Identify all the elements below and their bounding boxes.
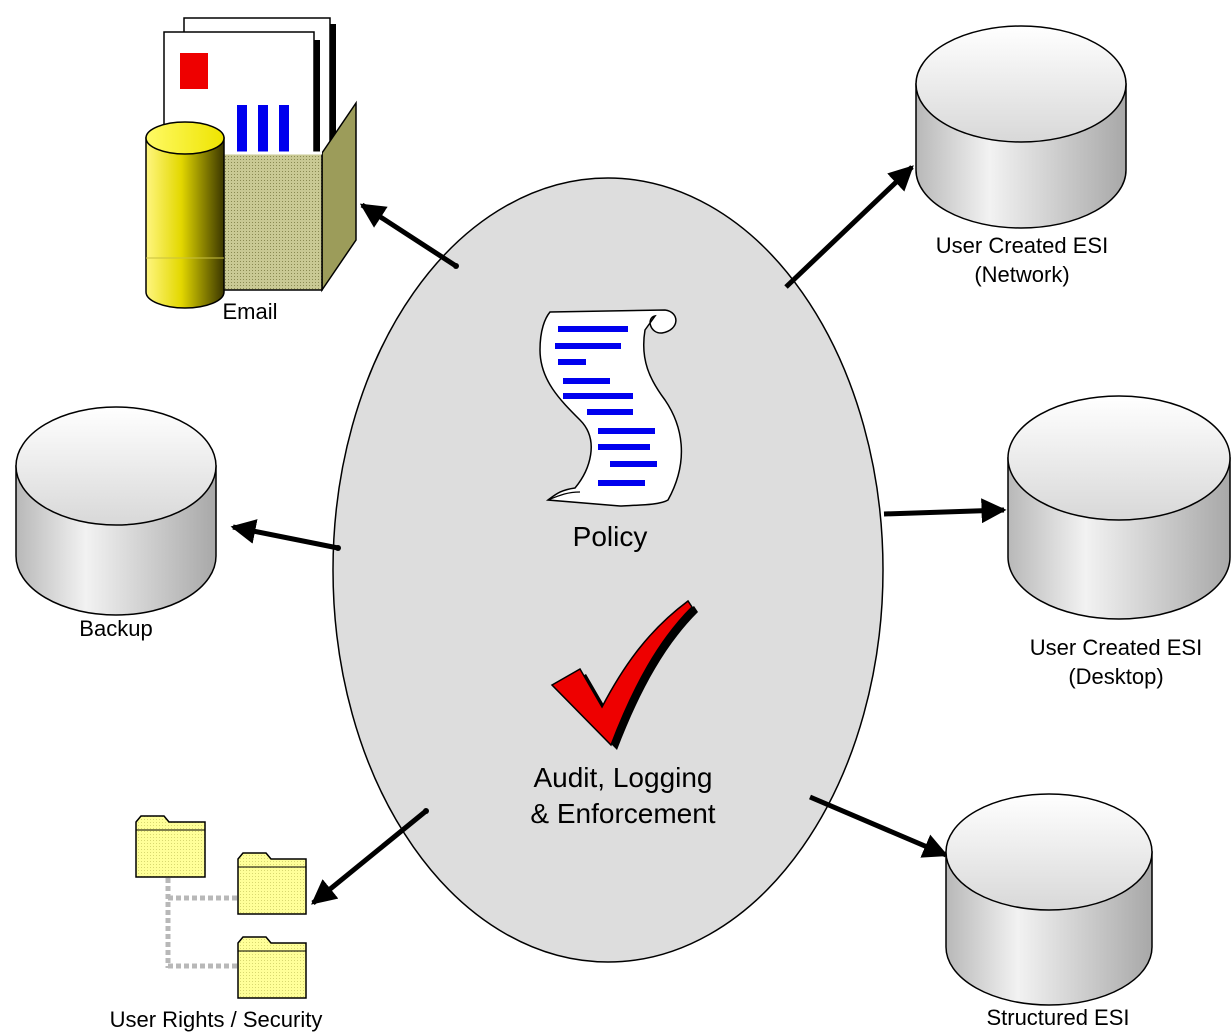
- database-icon-structured: [945, 793, 1153, 1006]
- central-ellipse: [332, 177, 884, 963]
- database-icon-network: [915, 25, 1127, 229]
- structured-label: Structured ESI: [986, 1005, 1130, 1030]
- audit-label-line1: Audit, Logging: [533, 762, 713, 793]
- network-label: User Created ESI (Network): [902, 231, 1142, 289]
- user-rights-label: User Rights / Security: [109, 1007, 323, 1032]
- arrow-to-user-rights: [311, 809, 428, 905]
- desktop-label: User Created ESI (Desktop): [1000, 633, 1232, 691]
- desktop-label-line1: User Created ESI: [1029, 635, 1203, 660]
- arrow-to-backup: [230, 519, 339, 551]
- backup-label: Backup: [79, 616, 153, 641]
- arrow-to-email: [359, 202, 458, 269]
- email-inbox-icon: [145, 17, 357, 309]
- arrow-to-desktop: [883, 498, 1007, 524]
- audit-label-line2: & Enforcement: [530, 798, 716, 829]
- checkmark-icon: [550, 599, 698, 750]
- database-icon-backup: [15, 406, 217, 616]
- arrow-to-structured: [809, 794, 949, 858]
- audit-label: Audit, Logging & Enforcement: [508, 760, 738, 832]
- policy-scroll-icon: [539, 309, 683, 507]
- database-icon-desktop: [1007, 395, 1231, 620]
- email-label: Email: [222, 299, 278, 324]
- arrows: [230, 165, 1007, 905]
- policy-label: Policy: [572, 521, 648, 552]
- folder-tree-icon: [135, 815, 307, 999]
- desktop-label-line2: (Desktop): [1068, 664, 1164, 689]
- network-label-line2: (Network): [974, 262, 1070, 287]
- network-label-line1: User Created ESI: [935, 233, 1109, 258]
- arrow-to-network: [784, 165, 914, 289]
